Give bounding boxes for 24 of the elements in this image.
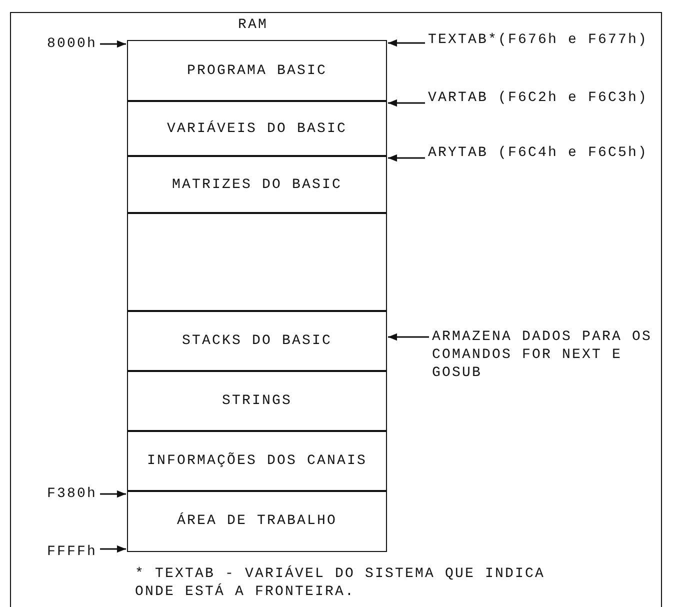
memory-segment: VARIÁVEIS DO BASIC xyxy=(127,100,387,157)
arrow xyxy=(388,333,429,341)
memory-segment: PROGRAMA BASIC xyxy=(127,40,387,102)
pointer-label: 8000h xyxy=(47,35,98,53)
arrow xyxy=(100,545,126,553)
pointer-label: ARYTAB (F6C4h e F6C5h) xyxy=(428,144,648,162)
arrow xyxy=(388,39,425,47)
arrow xyxy=(388,154,425,162)
heading: RAM xyxy=(238,16,268,34)
annotation-text: ARMAZENA DADOS PARA OS COMANDOS FOR NEXT E GOSUB xyxy=(432,328,664,382)
memory-segment: STACKS DO BASIC xyxy=(127,310,387,372)
memory-segment: STRINGS xyxy=(127,370,387,432)
pointer-label: FFFFh xyxy=(47,543,98,561)
memory-block xyxy=(127,212,387,312)
arrow xyxy=(100,40,126,48)
footnote: * TEXTAB - VARIÁVEL DO SISTEMA QUE INDICA ONDE ESTÁ A FRONTEIRA. xyxy=(135,565,546,601)
pointer-label: F380h xyxy=(47,485,98,503)
arrow xyxy=(100,490,126,498)
memory-segment: ÁREA DE TRABALHO xyxy=(127,490,387,552)
arrow xyxy=(388,99,425,107)
memory-segment: INFORMAÇÕES DOS CANAIS xyxy=(127,430,387,492)
pointer-label: TEXTAB*(F676h e F677h) xyxy=(428,31,648,49)
pointer-label: VARTAB (F6C2h e F6C3h) xyxy=(428,89,648,107)
memory-segment: MATRIZES DO BASIC xyxy=(127,155,387,214)
